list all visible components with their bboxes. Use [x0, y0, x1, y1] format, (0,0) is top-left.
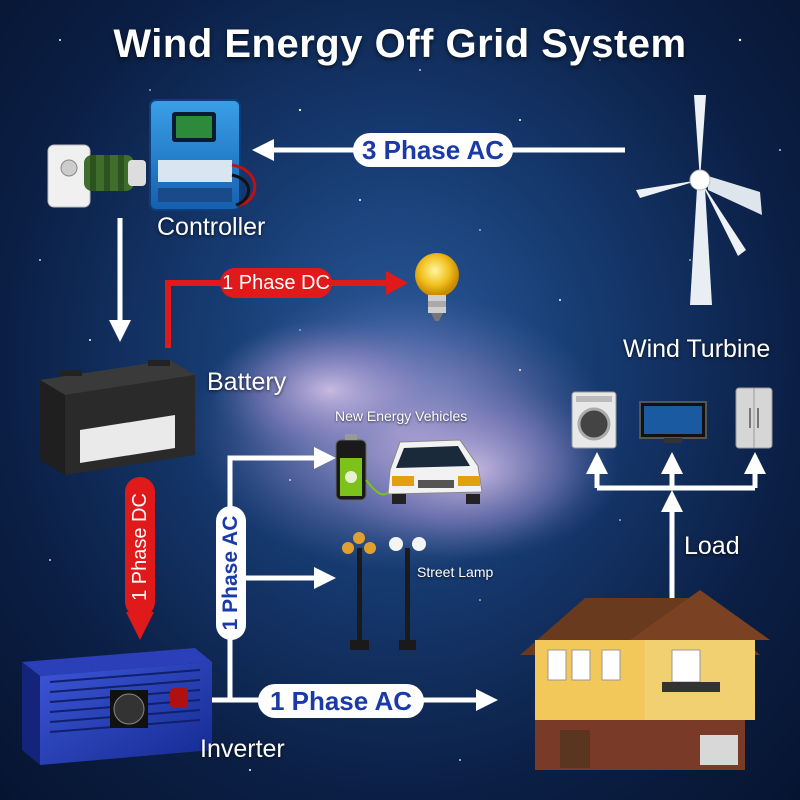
new-energy-vehicles-label: New Energy Vehicles — [335, 408, 468, 424]
street-lamp-label: Street Lamp — [417, 564, 494, 580]
wind-turbine-label: Wind Turbine — [623, 335, 771, 363]
label-1-phase-dc-bulb: 1 Phase DC — [220, 268, 332, 298]
arrow-load — [586, 452, 766, 610]
label-1-phase-ac-house: 1 Phase AC — [258, 684, 424, 718]
load-label: Load — [684, 532, 740, 560]
controller-icon — [149, 99, 257, 211]
dump-load-resistor-icon — [47, 144, 146, 208]
light-bulb-icon — [415, 253, 459, 321]
television-icon — [639, 401, 707, 443]
refrigerator-icon — [735, 387, 773, 449]
controller-label: Controller — [157, 213, 266, 241]
wind-turbine-icon — [636, 95, 762, 305]
cloud-decoration — [190, 290, 620, 570]
street-lamp-icon — [342, 532, 426, 650]
inverter-icon — [22, 648, 212, 765]
label-1-phase-ac-branch: 1 Phase AC — [216, 506, 246, 640]
arrow-controller-to-battery — [109, 218, 131, 342]
battery-label: Battery — [207, 368, 287, 396]
inverter-label: Inverter — [200, 735, 285, 763]
label-3-phase-ac: 3 Phase AC — [353, 133, 513, 167]
washing-machine-icon — [571, 391, 617, 449]
label-1-phase-dc-inverter: 1 Phase DC — [125, 477, 155, 617]
electric-car-icon — [387, 439, 483, 504]
battery-icon — [40, 360, 195, 475]
house-icon — [520, 590, 770, 770]
battery-charge-icon — [335, 434, 396, 501]
page-title: Wind Energy Off Grid System — [113, 22, 687, 66]
